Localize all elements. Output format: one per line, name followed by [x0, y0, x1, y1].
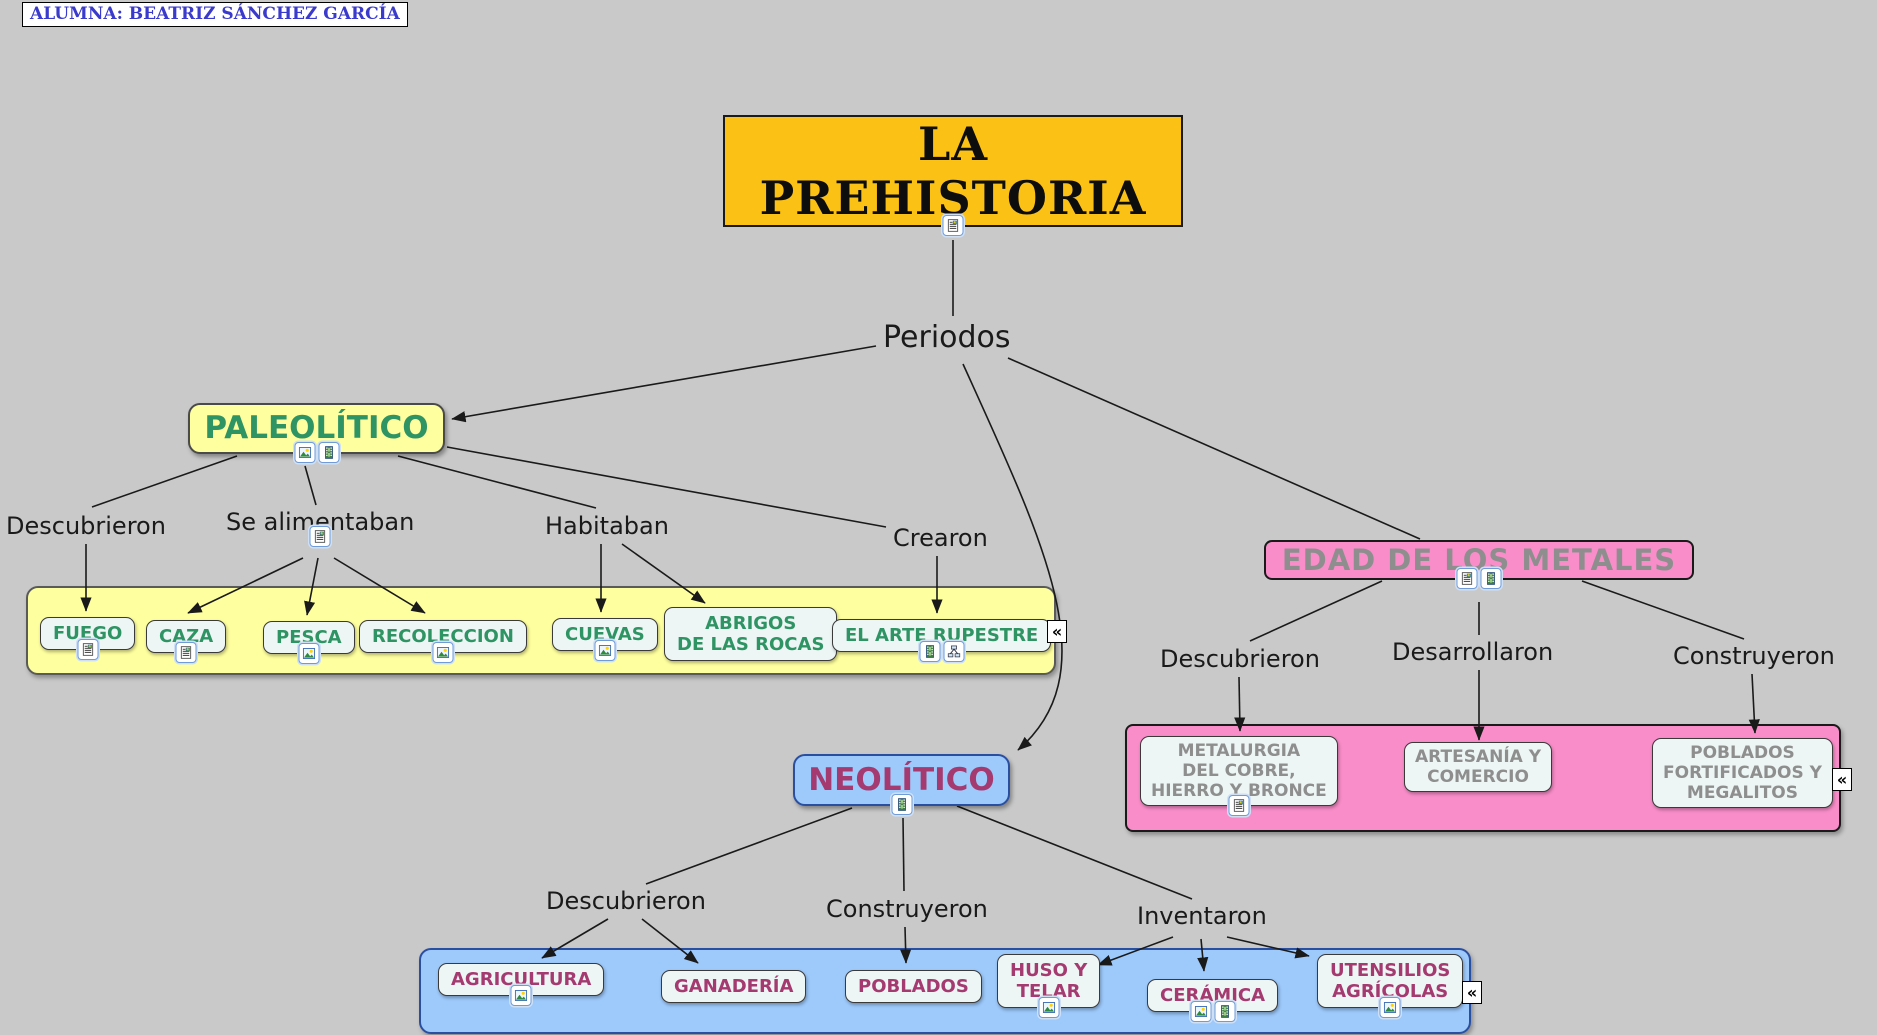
link-label-se-alimentaban[interactable]: Se alimentaban — [226, 508, 414, 547]
node-poblados[interactable]: POBLADOS — [845, 970, 982, 1004]
link-label-crearon[interactable]: Crearon — [893, 524, 988, 552]
node-label: NEOLÍTICO — [808, 761, 995, 798]
connector-descubrieron-metalurgia — [1234, 676, 1246, 732]
image-icon[interactable] — [510, 985, 532, 1007]
node-metalurgia[interactable]: METALURGIA DEL COBRE, HIERRO Y BRONCE — [1140, 736, 1338, 817]
student-name-label[interactable]: ALUMNA: BEATRIZ SÁNCHEZ GARCÍA — [22, 2, 408, 27]
node-fuego[interactable]: FUEGO — [40, 617, 136, 661]
image-icon[interactable] — [1379, 997, 1401, 1019]
node-recoleccion[interactable]: RECOLECCION — [359, 620, 527, 664]
link-label-descubrieron-paleo[interactable]: Descubrieron — [6, 512, 166, 540]
document-icon[interactable] — [1456, 568, 1478, 589]
link-text: Construyeron — [1673, 642, 1835, 670]
image-icon[interactable] — [1190, 1001, 1212, 1023]
node-label: PALEOLÍTICO — [204, 410, 429, 447]
link-label-desarrollaron[interactable]: Desarrollaron — [1392, 638, 1553, 666]
document-icon[interactable] — [942, 215, 964, 236]
node-cuevas[interactable]: CUEVAS — [552, 618, 658, 662]
link-text: Periodos — [883, 320, 1011, 355]
node-edad-de-los-metales[interactable]: EDAD DE LOS METALES — [1264, 540, 1694, 589]
node-paleolitico[interactable]: PALEOLÍTICO — [188, 403, 445, 463]
link-label-habitaban[interactable]: Habitaban — [545, 512, 669, 540]
node-la-prehistoria[interactable]: LA PREHISTORIA — [723, 115, 1183, 236]
film-icon[interactable] — [1214, 1001, 1236, 1023]
connector-periodos-metales — [1007, 357, 1421, 540]
film-icon[interactable] — [891, 794, 912, 815]
node-title-text: LA PREHISTORIA — [759, 116, 1147, 225]
collapse-icon-neolitico-group[interactable]: « — [1462, 981, 1482, 1004]
node-label: EDAD DE LOS METALES — [1281, 542, 1677, 577]
link-text: Descubrieron — [6, 512, 166, 540]
link-text: Habitaban — [545, 512, 669, 540]
node-pesca[interactable]: PESCA — [263, 621, 355, 665]
connector-periodos-neolitico — [962, 363, 1063, 751]
link-label-construyeron-metales[interactable]: Construyeron — [1673, 642, 1835, 670]
link-text: Inventaron — [1137, 902, 1267, 930]
collapse-icon-paleolitico-group[interactable]: « — [1047, 620, 1067, 643]
node-ganaderia[interactable]: GANADERÍA — [661, 970, 807, 1004]
film-icon[interactable] — [318, 442, 339, 463]
link-text: Desarrollaron — [1392, 638, 1554, 666]
node-abrigos-de-las-rocas[interactable]: ABRIGOS DE LAS ROCAS — [664, 607, 838, 662]
document-icon[interactable] — [77, 639, 99, 661]
node-utensilios-agricolas[interactable]: UTENSILIOS AGRÍCOLAS — [1317, 954, 1464, 1019]
node-neolitico[interactable]: NEOLÍTICO — [793, 754, 1010, 815]
connector-paleo-sealimentaban — [304, 465, 317, 506]
node-ceramica[interactable]: CERÁMICA — [1147, 979, 1279, 1023]
link-label-construyeron-neo[interactable]: Construyeron — [826, 895, 988, 923]
link-label-descubrieron-metales[interactable]: Descubrieron — [1160, 645, 1320, 673]
cmap-icon[interactable] — [943, 641, 965, 663]
link-text: Descubrieron — [546, 887, 706, 915]
connector-metales-descubrieron — [1249, 580, 1383, 642]
connector-paleo-habitaban — [397, 455, 597, 509]
link-text: Crearon — [893, 524, 988, 552]
film-icon[interactable] — [919, 641, 941, 663]
connector-periodos-paleolitico — [451, 345, 877, 423]
collapse-icon-metales-group[interactable]: « — [1832, 768, 1852, 791]
connector-neo-descubrieron — [645, 807, 853, 885]
image-icon[interactable] — [294, 442, 315, 463]
document-icon[interactable] — [1228, 795, 1250, 817]
node-poblados-fortificados[interactable]: POBLADOS FORTIFICADOS Y MEGALITOS — [1652, 738, 1833, 809]
image-icon[interactable] — [594, 640, 616, 662]
link-text: Construyeron — [826, 895, 988, 923]
node-huso-y-telar[interactable]: HUSO Y TELAR — [997, 954, 1101, 1019]
connector-metales-construyeron — [1581, 580, 1745, 640]
image-icon[interactable] — [298, 643, 320, 665]
image-icon[interactable] — [1038, 997, 1060, 1019]
link-label-inventaron[interactable]: Inventaron — [1137, 902, 1267, 930]
document-icon[interactable] — [309, 526, 331, 547]
film-icon[interactable] — [1480, 568, 1502, 589]
node-caza[interactable]: CAZA — [146, 620, 227, 664]
image-icon[interactable] — [432, 642, 454, 664]
node-artesania-y-comercio[interactable]: ARTESANÍA Y COMERCIO — [1404, 742, 1553, 793]
connector-neo-construyeron — [902, 817, 905, 892]
connector-paleo-descubrieron — [91, 455, 238, 508]
link-text: Descubrieron — [1160, 645, 1320, 673]
link-label-periodos[interactable]: Periodos — [883, 320, 1011, 355]
node-agricultura[interactable]: AGRICULTURA — [438, 963, 605, 1007]
node-el-arte-rupestre[interactable]: EL ARTE RUPESTRE — [832, 619, 1052, 663]
document-icon[interactable] — [175, 642, 197, 664]
link-label-descubrieron-neo[interactable]: Descubrieron — [546, 887, 706, 915]
